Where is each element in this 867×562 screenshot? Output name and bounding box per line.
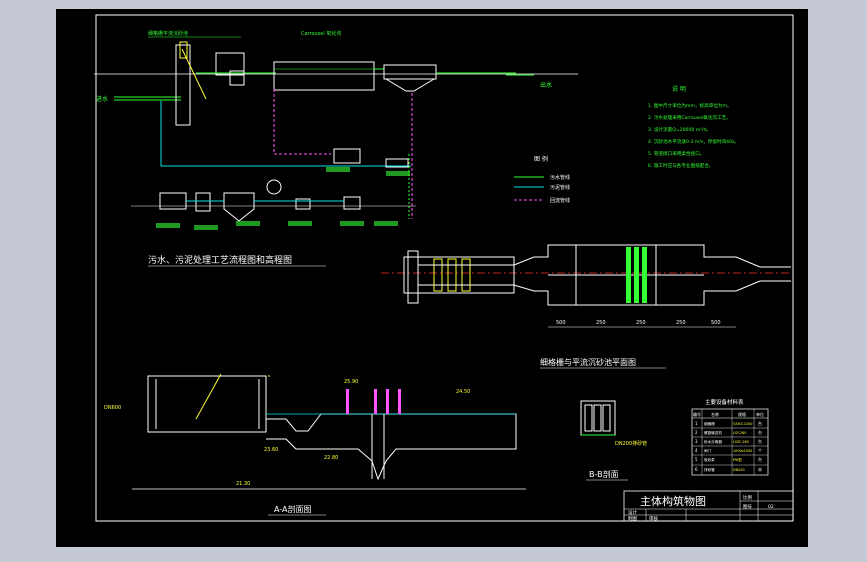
table-cell: 6 [695, 467, 698, 472]
table-cell: LSY-260 [733, 431, 746, 435]
drawing-title: 主体构筑物图 [640, 494, 706, 508]
table-cell: 台 [758, 438, 762, 444]
table-cell: 闸门 [704, 448, 712, 453]
legend: 图 例 污水管线 污泥管线 回流管线 [514, 155, 570, 204]
legend-title: 图 例 [534, 155, 548, 163]
legend-item-sewage: 污水管线 [550, 174, 570, 181]
section-bb-title: B-B剖面 [589, 469, 619, 479]
plan-dim: 250 [596, 320, 606, 326]
grit-chamber-plan-view: 500 250 250 250 500 [381, 244, 791, 328]
table-header: 名称 [711, 411, 719, 417]
table-header: 编号 [693, 411, 701, 417]
section-aa-pipe-label: DN600 [104, 405, 121, 411]
table-cell: PW型 [733, 457, 742, 462]
legend-item-sludge: 污泥管线 [550, 184, 570, 191]
plan-dim: 250 [636, 320, 646, 326]
table-cell: 台 [758, 456, 762, 462]
table-cell: 个 [758, 448, 762, 453]
title-block: 主体构筑物图 设计 制图 审核 比例 图号 02 [623, 490, 794, 522]
title-block-sheet-label: 图号 [743, 504, 752, 510]
title-block-drawn-label: 制图 [628, 515, 637, 522]
table-cell: 4 [695, 448, 698, 453]
table-cell: 1 [695, 421, 698, 426]
title-block-design-label: 设计 [628, 509, 637, 516]
note-line: 3. 设计流量Q=20000 m³/d。 [648, 126, 711, 133]
table-header: 规格 [738, 411, 746, 417]
note-line: 2. 污水处理采用Carrousel氧化沟工艺。 [648, 114, 731, 121]
drawing-border [95, 14, 794, 522]
elevation-label: 21.30 [236, 481, 250, 487]
table-cell: 台 [758, 420, 762, 426]
title-block-scale-label: 比例 [743, 494, 752, 501]
equipment-table-title: 主要设备材料表 [705, 398, 744, 406]
plan-dim: 500 [711, 320, 721, 326]
plan-view-title: 细格栅与平流沉砂池平面图 [540, 357, 636, 367]
table-cell: 砂水分离器 [704, 439, 722, 444]
note-line: 4. 沉砂池水平流速0.3 m/s，停留时间40s。 [648, 138, 739, 145]
process-diagram-title: 污水、污泥处理工艺流程图和高程图 [148, 254, 292, 266]
table-cell: GSHZ-1200 [733, 422, 752, 426]
inlet-label: 进水 [96, 95, 108, 103]
table-cell: DN200 [733, 468, 745, 472]
section-aa-drawing: 25.90 24.50 23.60 22.80 21.30 DN600 [104, 373, 526, 490]
table-cell: 台 [758, 429, 762, 435]
table-cell: 5 [695, 457, 698, 462]
table-cell: 2 [695, 430, 698, 435]
table-cell: LSSF-260 [733, 440, 749, 444]
table-header: 单位 [756, 411, 764, 417]
title-block-sheet-no: 02 [768, 504, 774, 510]
table-cell: 细格栅 [704, 421, 715, 426]
legend-item-return: 回流管线 [550, 197, 570, 204]
plan-dim: 250 [676, 320, 686, 326]
notes-title: 说 明 [672, 85, 686, 93]
cad-drawing-canvas[interactable]: 进水 细格栅平流沉砂池 Carrousel 氧化沟 出水 [56, 9, 808, 547]
table-cell: 1000x1000 [733, 449, 752, 453]
notes-block: 说 明 1. 图中尺寸单位为mm，标高单位为m。 2. 污水处理采用Carrou… [648, 85, 739, 169]
equipment-table: 主要设备材料表 编号 名称 规格 单位 1 细格栅 GSHZ-1200 台 2 … [691, 398, 769, 476]
table-cell: 米 [758, 466, 762, 472]
elevation-label: 25.90 [344, 379, 358, 385]
note-line: 5. 管道接口采用柔性接口。 [648, 150, 704, 157]
elevation-label: 22.80 [324, 455, 338, 461]
note-line: 1. 图中尺寸单位为mm，标高单位为m。 [648, 102, 732, 109]
elevation-label: 23.60 [264, 447, 278, 453]
section-aa-title: A-A剖面图 [274, 504, 311, 514]
oxidation-ditch-elevation [273, 61, 375, 91]
title-block-check-label: 审核 [649, 515, 658, 522]
top-label-ditch: Carrousel 氧化沟 [301, 30, 341, 37]
section-bb-pipe-label: DN200排砂管 [615, 440, 647, 447]
table-cell: 排砂管 [704, 467, 715, 472]
plan-dim: 500 [556, 320, 566, 326]
top-label-grit: 细格栅平流沉砂池 [148, 30, 188, 37]
table-cell: 3 [695, 439, 698, 444]
outlet-label: 出水 [540, 81, 552, 89]
table-cell: 吸砂泵 [704, 457, 715, 462]
note-line: 6. 施工时应与各专业图纸配合。 [648, 162, 714, 169]
process-flow-diagram: 进水 细格栅平流沉砂池 Carrousel 氧化沟 出水 [94, 30, 578, 230]
table-cell: 螺旋输送机 [704, 430, 722, 435]
section-bb-drawing: DN200排砂管 [580, 400, 647, 447]
elevation-label: 24.50 [456, 389, 470, 395]
